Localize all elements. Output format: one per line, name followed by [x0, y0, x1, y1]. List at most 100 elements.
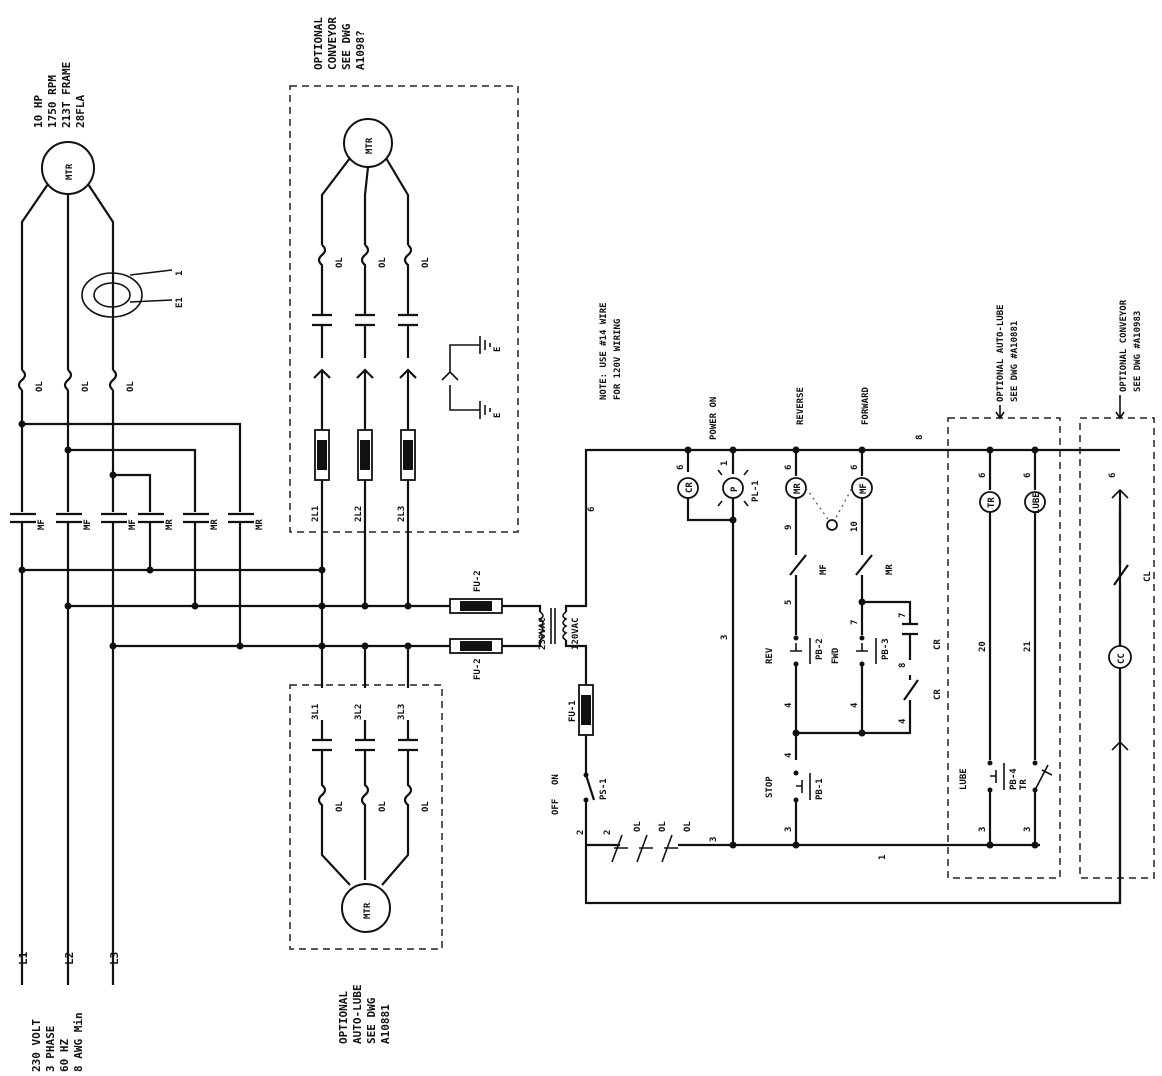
main-motor-group: MTR 10 HP 1750 RPM 213T FRAME 28FLA 1 E1… — [10, 62, 450, 1072]
conveyor-ol-2: OL — [378, 257, 388, 268]
wire-8: 8 — [915, 435, 925, 440]
conveyor-box-title-2: SEE DWG #A10983 — [1133, 311, 1143, 392]
wire-7-b: 7 — [898, 613, 908, 618]
wire-20: 20 — [978, 641, 988, 652]
conveyor-ol-3: OL — [421, 257, 431, 268]
tr-timer-label: TR — [1019, 779, 1029, 790]
cc-coil-label: CC — [1117, 653, 1127, 664]
ol-chain-3: OL — [683, 821, 693, 832]
wire-6-mr: 6 — [784, 465, 794, 470]
ground-icon: E E — [441, 336, 503, 419]
supply-line-l1: L1 — [17, 951, 30, 965]
autolube-motor-symbol — [341, 883, 391, 933]
wire-3-d: 3 — [978, 827, 988, 832]
ol-chain-2: OL — [658, 821, 668, 832]
cr-coil-label: CR — [685, 482, 695, 493]
supply-spec-volt: 230 VOLT — [30, 1019, 43, 1072]
cl-label: CL — [1143, 571, 1153, 582]
wire-6-mf: 6 — [850, 465, 860, 470]
pilot-lamp-label: P — [730, 486, 740, 492]
conveyor-dashed-border — [289, 85, 519, 533]
conveyor-ol-1: OL — [335, 257, 345, 268]
wire-1-lamp: 1 — [720, 461, 730, 466]
pb4-label: PB-4 — [1009, 768, 1019, 790]
wire-6-conv: 6 — [1108, 473, 1118, 478]
transformer-group: FU-2 FU-2 230VAC 120VAC FU-1 PS-1 OFF ON… — [449, 448, 1120, 845]
wire-5: 5 — [784, 600, 794, 605]
fuse-fu2-bottom: FU-2 — [473, 658, 483, 680]
wire-7-a: 7 — [850, 620, 860, 625]
mf-label-2: MF — [83, 519, 93, 530]
cr-nc-label: CR — [933, 689, 943, 700]
conveyor-title-1: OPTIONAL — [312, 17, 325, 70]
supply-spec-wire: 8 AWG Min — [72, 1012, 85, 1072]
autolube-title-3: SEE DWG — [365, 997, 378, 1044]
supply-spec-phase: 3 PHASE — [44, 1026, 57, 1072]
motor-spec-hp: 10 HP — [32, 95, 45, 128]
conveyor-box-title-1: OPTIONAL CONVEYOR — [1119, 299, 1129, 392]
header-forward: FORWARD — [861, 386, 871, 425]
autolube-title-1: OPTIONAL — [337, 991, 350, 1044]
pb3-label: PB-3 — [881, 638, 891, 660]
autolube-option-box: 3L1 3L2 3L3 OL OL OL MTR OPTIONAL AUTO-L… — [289, 646, 443, 1044]
ol-label-1: OL — [35, 381, 45, 392]
note-line-2: FOR 120V WIRING — [613, 319, 623, 400]
wire-4-a: 4 — [784, 702, 794, 708]
pb1-label: PB-1 — [815, 778, 825, 800]
conveyor-term-2l3: 2L3 — [397, 506, 407, 522]
autolube-term-3l1: 3L1 — [311, 704, 321, 720]
conveyor-control-box — [1079, 417, 1155, 879]
ct-label-1: 1 — [175, 271, 185, 276]
autolube-motor-label: MTR — [363, 902, 373, 919]
autolube-box-title-1: OPTIONAL AUTO-LUBE — [996, 304, 1006, 402]
wire-4-b: 4 — [784, 752, 794, 758]
motor-spec-fla: 28FLA — [74, 95, 87, 128]
supply-line-l2: L2 — [63, 952, 76, 965]
mf-label-3: MF — [128, 519, 138, 530]
mr-coil-label: MR — [793, 483, 803, 494]
pb-rev-label: REV — [765, 647, 775, 664]
mr-interlock-label: MR — [885, 564, 895, 575]
wire-4-d: 4 — [850, 702, 860, 708]
autolube-term-3l3: 3L3 — [397, 704, 407, 720]
autolube-ol-2: OL — [378, 801, 388, 812]
note-line-1: NOTE: USE #14 WIRE — [599, 302, 609, 400]
autolube-term-3l2: 3L2 — [354, 704, 364, 720]
conveyor-title-2: CONVEYOR — [326, 17, 339, 70]
header-power-on: POWER ON — [709, 397, 719, 440]
pb-fwd-label: FWD — [831, 647, 841, 664]
transformer-primary: 230VAC — [538, 617, 548, 650]
main-motor-label: MTR — [65, 163, 75, 180]
wire-8-b: 8 — [898, 663, 908, 668]
mf-interlock-label: MF — [819, 564, 829, 575]
fuse-fu2-top: FU-2 — [473, 570, 483, 592]
wire-21: 21 — [1023, 641, 1033, 652]
wire-6-feed: 6 — [587, 507, 597, 512]
wire-6-lube: 6 — [1023, 473, 1033, 478]
switch-on-label: ON — [551, 774, 561, 785]
transformer-secondary: 120VAC — [571, 617, 581, 650]
ol-label-2: OL — [81, 381, 91, 392]
motor-spec-frame: 213T FRAME — [60, 62, 73, 128]
wire-3-c: 3 — [784, 827, 794, 832]
wire-6-cr: 6 — [676, 465, 686, 470]
conveyor-motor-label: MTR — [365, 137, 375, 154]
wire-2: 2 — [603, 830, 613, 835]
mf-label-1: MF — [37, 519, 47, 530]
fuse-fu1: FU-1 — [568, 700, 578, 722]
cr-no-label: CR — [933, 639, 943, 650]
conveyor-term-2l2: 2L2 — [354, 506, 364, 522]
conveyor-option-box: OPTIONAL CONVEYOR SEE DWG A1098? MTR OL … — [289, 17, 519, 646]
mr-label-1: MR — [165, 519, 175, 530]
autolube-ol-1: OL — [335, 801, 345, 812]
supply-line-l3: L3 — [108, 952, 121, 965]
wire-1: 1 — [878, 855, 888, 860]
motor-spec-rpm: 1750 RPM — [46, 75, 59, 128]
conveyor-title-4: A1098? — [354, 30, 367, 70]
pb2-label: PB-2 — [815, 638, 825, 660]
switch-off-label: OFF — [551, 799, 561, 815]
control-ladder: 2 OL OL OL 3 2 1 8 POWER ON CR P PL-1 6 … — [576, 299, 1155, 905]
ct-label-e1: E1 — [175, 297, 185, 308]
wire-9: 9 — [784, 525, 794, 530]
wire-6-tr: 6 — [978, 473, 988, 478]
